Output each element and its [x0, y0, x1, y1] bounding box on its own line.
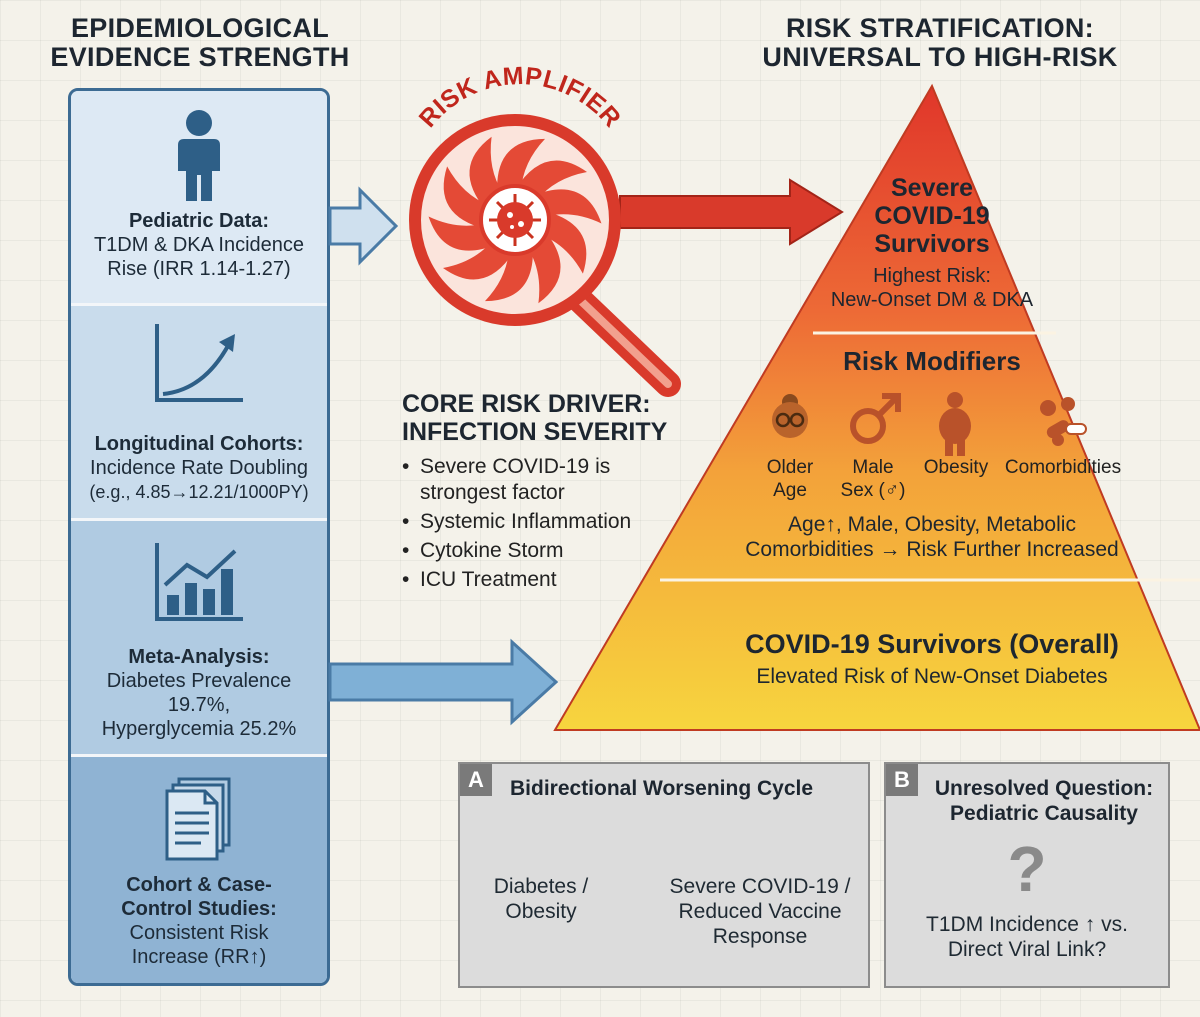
evidence-column: Pediatric Data: T1DM & DKA Incidence Ris…: [68, 88, 330, 986]
pyramid-bottom-text: COVID-19 Survivors (Overall) Elevated Ri…: [702, 628, 1162, 690]
box-b-text: T1DM Incidence ↑ vs. Direct Viral Link?: [886, 912, 1168, 962]
pills-icon: [1040, 397, 1087, 446]
cohort-line-2: Increase (RR↑): [131, 946, 267, 968]
box-a-title: Bidirectional Worsening Cycle: [510, 777, 814, 800]
core-risk-bullets: Severe COVID-19 is strongest factor Syst…: [402, 454, 672, 596]
box-a-right-label: Severe COVID-19 / Reduced Vaccine Respon…: [660, 874, 860, 949]
box-a-left-line-2: Obesity: [505, 900, 577, 923]
evidence-panel-meta-analysis: Meta-Analysis: Diabetes Prevalence 19.7%…: [71, 521, 327, 754]
modifier-male-line-1: Male: [852, 457, 894, 478]
meta-line-1: Diabetes Prevalence: [106, 670, 292, 692]
right-heading: RISK STRATIFICATION: UNIVERSAL TO HIGH-R…: [740, 14, 1140, 72]
evidence-arrow-lower: [328, 638, 559, 726]
box-a-badge: A: [460, 764, 492, 796]
evidence-arrow-upper: [328, 186, 399, 266]
evidence-panel-cohort: Cohort & Case- Control Studies: Consiste…: [71, 757, 327, 983]
longitudinal-title: Longitudinal Cohorts:: [94, 433, 304, 455]
evidence-panel-longitudinal: Longitudinal Cohorts: Incidence Rate Dou…: [71, 306, 327, 518]
box-b-title: Unresolved Question: Pediatric Causality: [922, 776, 1166, 826]
core-risk-title: CORE RISK DRIVER: INFECTION SEVERITY: [402, 390, 667, 446]
cohort-line-1: Consistent Risk: [129, 922, 269, 944]
pediatric-line-1: T1DM & DKA Incidence: [93, 234, 305, 256]
risk-modifiers-title: Risk Modifiers: [843, 346, 1021, 376]
box-b-title-line-1: Unresolved Question:: [934, 777, 1154, 800]
cohort-title-2: Control Studies:: [121, 898, 277, 920]
pyramid-top-title-1: Severe: [890, 174, 974, 202]
pyramid-bottom-sub: Elevated Risk of New-Onset Diabetes: [756, 665, 1108, 688]
modifiers-note-line-2: Comorbidities → Risk Further Increased: [745, 538, 1119, 561]
meta-line-2: 19.7%,: [167, 694, 231, 716]
modifiers-note-line-1: Age↑, Male, Obesity, Metabolic: [788, 513, 1076, 536]
box-a-right-line-1: Severe COVID-19 /: [669, 875, 851, 898]
modifier-obesity-line-1: Obesity: [923, 457, 989, 478]
modifier-older-age-line-1: Older: [766, 457, 814, 478]
older-person-icon: [772, 394, 808, 438]
obese-person-icon: [939, 392, 971, 456]
pyramid-top-title-3: Survivors: [874, 230, 990, 258]
box-b-line-2: Direct Viral Link?: [947, 938, 1107, 961]
modifier-comorbidities: Comorbidities: [998, 456, 1128, 479]
modifier-older-age: Older Age: [750, 456, 830, 502]
box-b-unresolved-question: B Unresolved Question: Pediatric Causali…: [884, 762, 1170, 988]
longitudinal-line-2: (e.g., 4.85→12.21/1000PY): [89, 482, 309, 502]
box-b-line-1: T1DM Incidence ↑ vs.: [926, 913, 1128, 936]
core-bullet: ICU Treatment: [402, 567, 672, 593]
meta-line-3: Hyperglycemia 25.2%: [101, 718, 297, 740]
left-heading-line1: EPIDEMIOLOGICAL: [70, 13, 329, 43]
pyramid-top-text: Severe COVID-19 Survivors Highest Risk: …: [812, 174, 1052, 312]
right-heading-line2: UNIVERSAL TO HIGH-RISK: [762, 42, 1118, 72]
core-title-line-1: CORE RISK DRIVER:: [402, 390, 651, 418]
pediatric-title: Pediatric Data:: [128, 210, 270, 232]
modifier-male-line-2: Sex (♂): [840, 480, 906, 501]
left-heading-line2: EVIDENCE STRENGTH: [50, 42, 350, 72]
documents-icon: [165, 777, 231, 861]
male-symbol-icon: [850, 393, 901, 444]
box-a-right-line-2: Reduced Vaccine: [678, 900, 842, 923]
longitudinal-line-1: Incidence Rate Doubling: [90, 457, 308, 479]
box-a-right-line-3: Response: [712, 925, 808, 948]
child-icon: [178, 110, 220, 201]
modifier-male-sex: Male Sex (♂): [828, 456, 918, 502]
core-bullet: Systemic Inflammation: [402, 509, 672, 535]
pyramid-top-sub-1: Highest Risk:: [873, 265, 991, 287]
rising-curve-icon: [155, 324, 243, 402]
core-title-line-2: INFECTION SEVERITY: [402, 418, 668, 446]
left-heading: EPIDEMIOLOGICAL EVIDENCE STRENGTH: [40, 14, 360, 72]
box-a-left-line-1: Diabetes /: [493, 875, 589, 898]
modifiers-note: Age↑, Male, Obesity, Metabolic Comorbidi…: [712, 512, 1152, 562]
box-b-badge: B: [886, 764, 918, 796]
magnifier-virus-icon: [409, 114, 681, 397]
pediatric-line-2: Rise (IRR 1.14-1.27): [107, 258, 291, 280]
right-heading-line1: RISK STRATIFICATION:: [786, 13, 1094, 43]
modifier-obesity: Obesity: [916, 456, 996, 479]
pyramid-top-sub-2: New-Onset DM & DKA: [830, 289, 1034, 311]
core-bullet: Cytokine Storm: [402, 538, 672, 564]
box-b-title-line-2: Pediatric Causality: [950, 802, 1138, 825]
box-a-bidirectional-cycle: A Bidirectional Worsening Cycle Diabetes…: [458, 762, 870, 988]
evidence-panel-pediatric: Pediatric Data: T1DM & DKA Incidence Ris…: [71, 91, 327, 303]
meta-title: Meta-Analysis:: [128, 646, 270, 668]
core-bullet: Severe COVID-19 is strongest factor: [402, 454, 672, 506]
question-mark-icon: ?: [1007, 833, 1047, 905]
amplifier-arrow: [619, 178, 844, 246]
box-a-left-label: Diabetes / Obesity: [476, 874, 606, 924]
modifier-older-age-line-2: Age: [773, 480, 807, 501]
pyramid-top-title-2: COVID-19: [874, 202, 990, 230]
pyramid-bottom-title: COVID-19 Survivors (Overall): [745, 629, 1119, 659]
modifier-comorbidities-line-1: Comorbidities: [1004, 457, 1122, 478]
cohort-title-1: Cohort & Case-: [126, 874, 272, 896]
bar-chart-icon: [155, 543, 243, 621]
